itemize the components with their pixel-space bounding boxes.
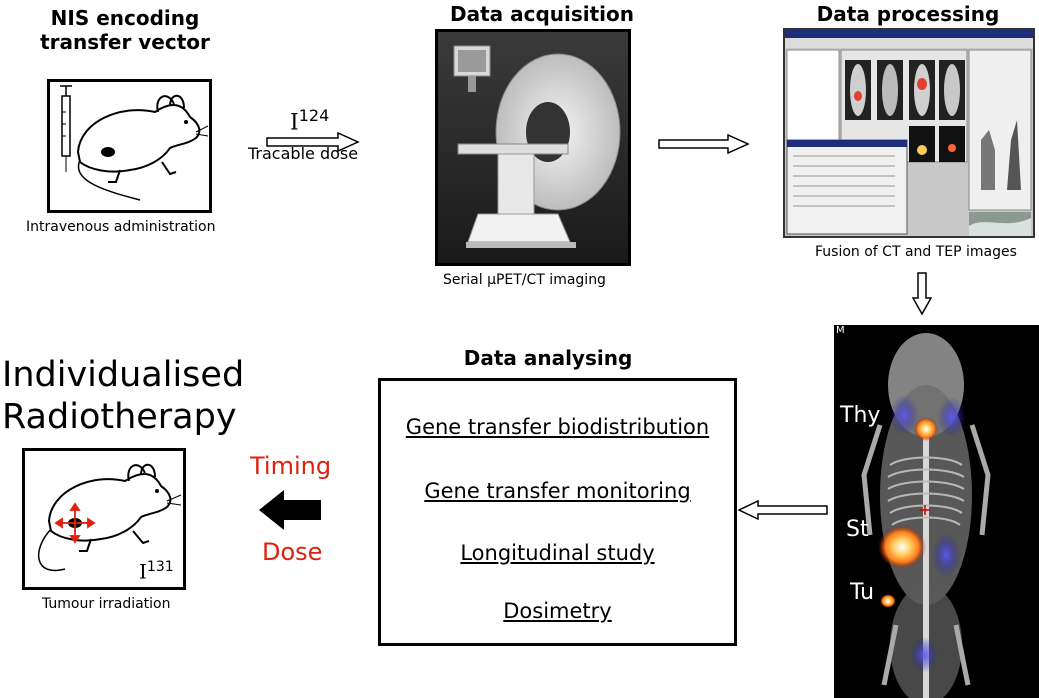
fused-pet-ct-scan: M Thy St Tu xyxy=(834,325,1039,698)
radiotherapy-title-line1: Individualised xyxy=(2,355,245,395)
analysing-box: Gene transfer biodistribution Gene trans… xyxy=(378,378,737,646)
tracable-dose-arrow-icon xyxy=(266,132,360,152)
tracable-dose-label: Tracable dose xyxy=(248,144,359,163)
acquisition-caption: Serial µPET/CT imaging xyxy=(443,272,606,288)
micro-pet-ct-photo xyxy=(435,29,631,266)
isotope-symbol: I xyxy=(290,110,299,136)
dose-label: Dose xyxy=(262,538,323,566)
analysis-item-monitoring: Gene transfer monitoring xyxy=(424,479,691,503)
processing-title: Data processing xyxy=(816,2,1000,26)
timing-label: Timing xyxy=(250,452,332,480)
analysis-item-biodistribution: Gene transfer biodistribution xyxy=(405,415,710,439)
mouse-injection-figure xyxy=(47,79,212,213)
arrow-scan-to-analysing-icon xyxy=(738,500,828,520)
radiotherapy-title-line2: Radiotherapy xyxy=(2,397,237,437)
tumour-irradiation-figure: I131 xyxy=(22,448,186,590)
vector-caption: Intravenous administration xyxy=(26,219,216,235)
mouse-with-syringe-icon xyxy=(60,85,209,201)
therapy-arrow-icon xyxy=(259,490,321,530)
isotope-mass: 124 xyxy=(298,106,330,125)
analysing-title: Data analysing xyxy=(463,346,633,370)
acquisition-title: Data acquisition xyxy=(449,2,635,26)
processing-software-screenshot xyxy=(783,28,1035,238)
vector-title-line2: transfer vector xyxy=(40,30,210,54)
isotope-label-124: I124 xyxy=(290,106,329,135)
scan-corner-label: M xyxy=(836,325,845,336)
vector-title-line1: NIS encoding xyxy=(50,6,200,30)
arrow-acquisition-to-processing-icon xyxy=(658,134,750,154)
scan-label-thyroid: Thy xyxy=(840,403,881,428)
scan-label-stomach: St xyxy=(846,517,869,542)
isotope-mass-131: 131 xyxy=(146,559,174,575)
scan-label-tumour: Tu xyxy=(850,580,875,605)
mouse-irradiation-icon xyxy=(37,463,182,572)
radiotherapy-title: Individualised Radiotherapy xyxy=(2,354,244,438)
radiotherapy-caption: Tumour irradiation xyxy=(42,596,171,612)
analysis-item-dosimetry: Dosimetry xyxy=(503,599,612,623)
isotope-symbol-131: I xyxy=(139,559,147,584)
scanner-image xyxy=(438,32,628,263)
arrow-processing-to-scan-icon xyxy=(912,272,932,316)
mouse-scan-image xyxy=(861,333,991,698)
isotope-label-131: I131 xyxy=(139,559,174,584)
vector-title: NIS encoding transfer vector xyxy=(20,6,230,54)
fusion-software-window xyxy=(785,30,1033,236)
analysis-item-longitudinal: Longitudinal study xyxy=(460,541,655,565)
processing-caption: Fusion of CT and TEP images xyxy=(815,244,1017,260)
